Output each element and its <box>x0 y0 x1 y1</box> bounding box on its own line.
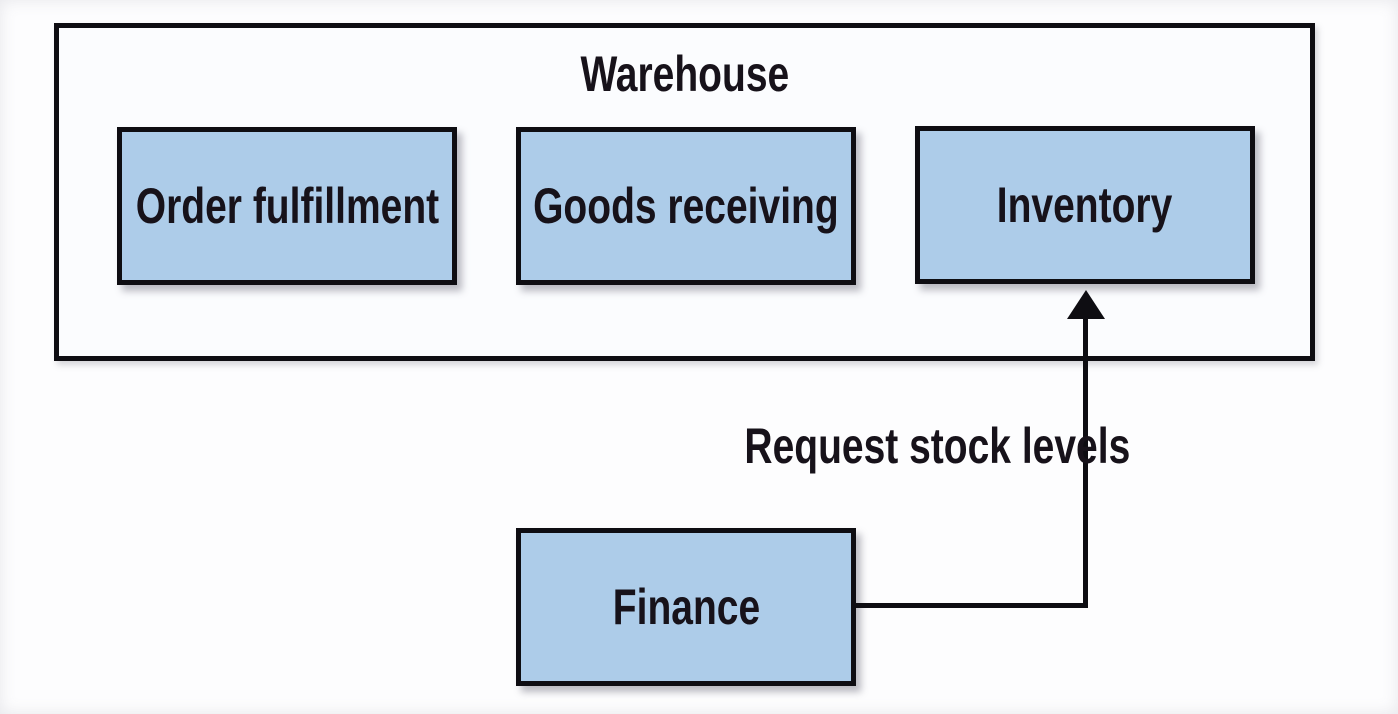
warehouse-group-title: Warehouse <box>54 48 1315 100</box>
edge-label-text: Request stock levels <box>744 418 1131 474</box>
node-order-fulfillment-label: Order fulfillment <box>135 178 439 234</box>
node-inventory: Inventory <box>915 126 1255 284</box>
node-finance: Finance <box>516 528 856 686</box>
node-inventory-label: Inventory <box>997 177 1173 233</box>
connector-line-horizontal <box>855 603 1088 608</box>
node-finance-label: Finance <box>612 579 760 635</box>
warehouse-group-label: Warehouse <box>580 46 789 102</box>
node-goods-receiving-label: Goods receiving <box>533 178 839 234</box>
node-goods-receiving: Goods receiving <box>516 127 856 285</box>
connector-line-vertical <box>1083 312 1088 608</box>
arrowhead-up-icon <box>1067 290 1105 319</box>
node-order-fulfillment: Order fulfillment <box>117 127 457 285</box>
edge-label: Request stock levels <box>690 420 1130 472</box>
